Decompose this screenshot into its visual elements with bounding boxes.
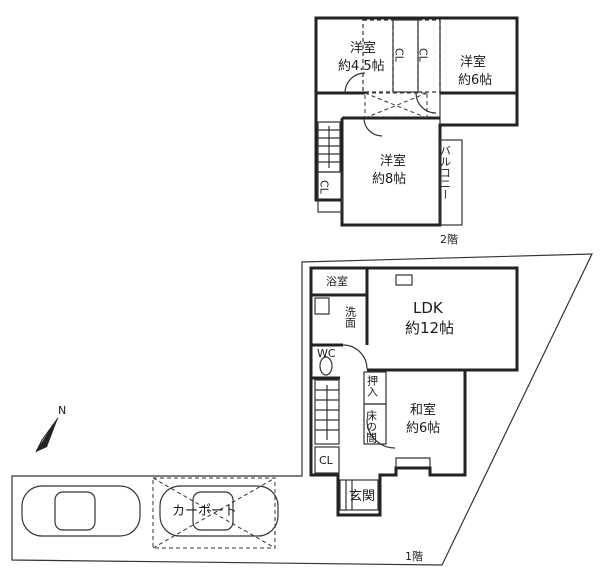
floor1-stairs (314, 379, 340, 445)
floor1-entrance-label: 玄関 (349, 489, 375, 504)
floor1-label: 1階 (405, 549, 423, 563)
floor1-wc-label: WC (317, 347, 336, 360)
floor1-ldk-size: 約12帖 (405, 319, 454, 337)
car-left (21, 485, 141, 537)
floor1-ldk-name: LDK (413, 299, 444, 317)
floor2-stairs (317, 121, 341, 173)
compass-label: N (58, 404, 66, 417)
floor1-plan (11, 253, 593, 566)
floor1-washitsu-size: 約6帖 (406, 421, 440, 436)
floor2-room-west-name: 洋室 (350, 40, 376, 56)
floor2-closet-1: CL (393, 48, 406, 63)
floor2-room-east-size: 約6帖 (458, 73, 492, 88)
floor1-carport-label: カーポート (172, 504, 237, 519)
floor2-plan (314, 16, 519, 227)
floor2-room-east-name: 洋室 (460, 54, 486, 70)
carport-area (21, 477, 279, 549)
floor2-room-west-size: 約4.5帖 (338, 59, 385, 74)
floor2-label: 2階 (440, 232, 458, 246)
floor2-room-main-name: 洋室 (380, 153, 406, 169)
floor1-tokonoma-label: 床の間 (365, 409, 378, 444)
floor1-washitsu-name: 和室 (410, 402, 436, 418)
floor1-oshiire-label: 押入 (366, 374, 379, 397)
floor1-bath-label: 浴室 (326, 274, 348, 288)
car-right (159, 485, 279, 537)
floor2-room-main-size: 約8帖 (372, 172, 406, 187)
floor1-cl-label: CL (319, 454, 334, 467)
floor2-closet-3: CL (318, 180, 331, 195)
floor2-closet-2: CL (417, 48, 430, 63)
floor2-balcony-label: バルコニー (439, 145, 452, 200)
north-arrow-icon: N (35, 404, 66, 453)
floor1-washroom-label: 洗面 (344, 306, 357, 328)
